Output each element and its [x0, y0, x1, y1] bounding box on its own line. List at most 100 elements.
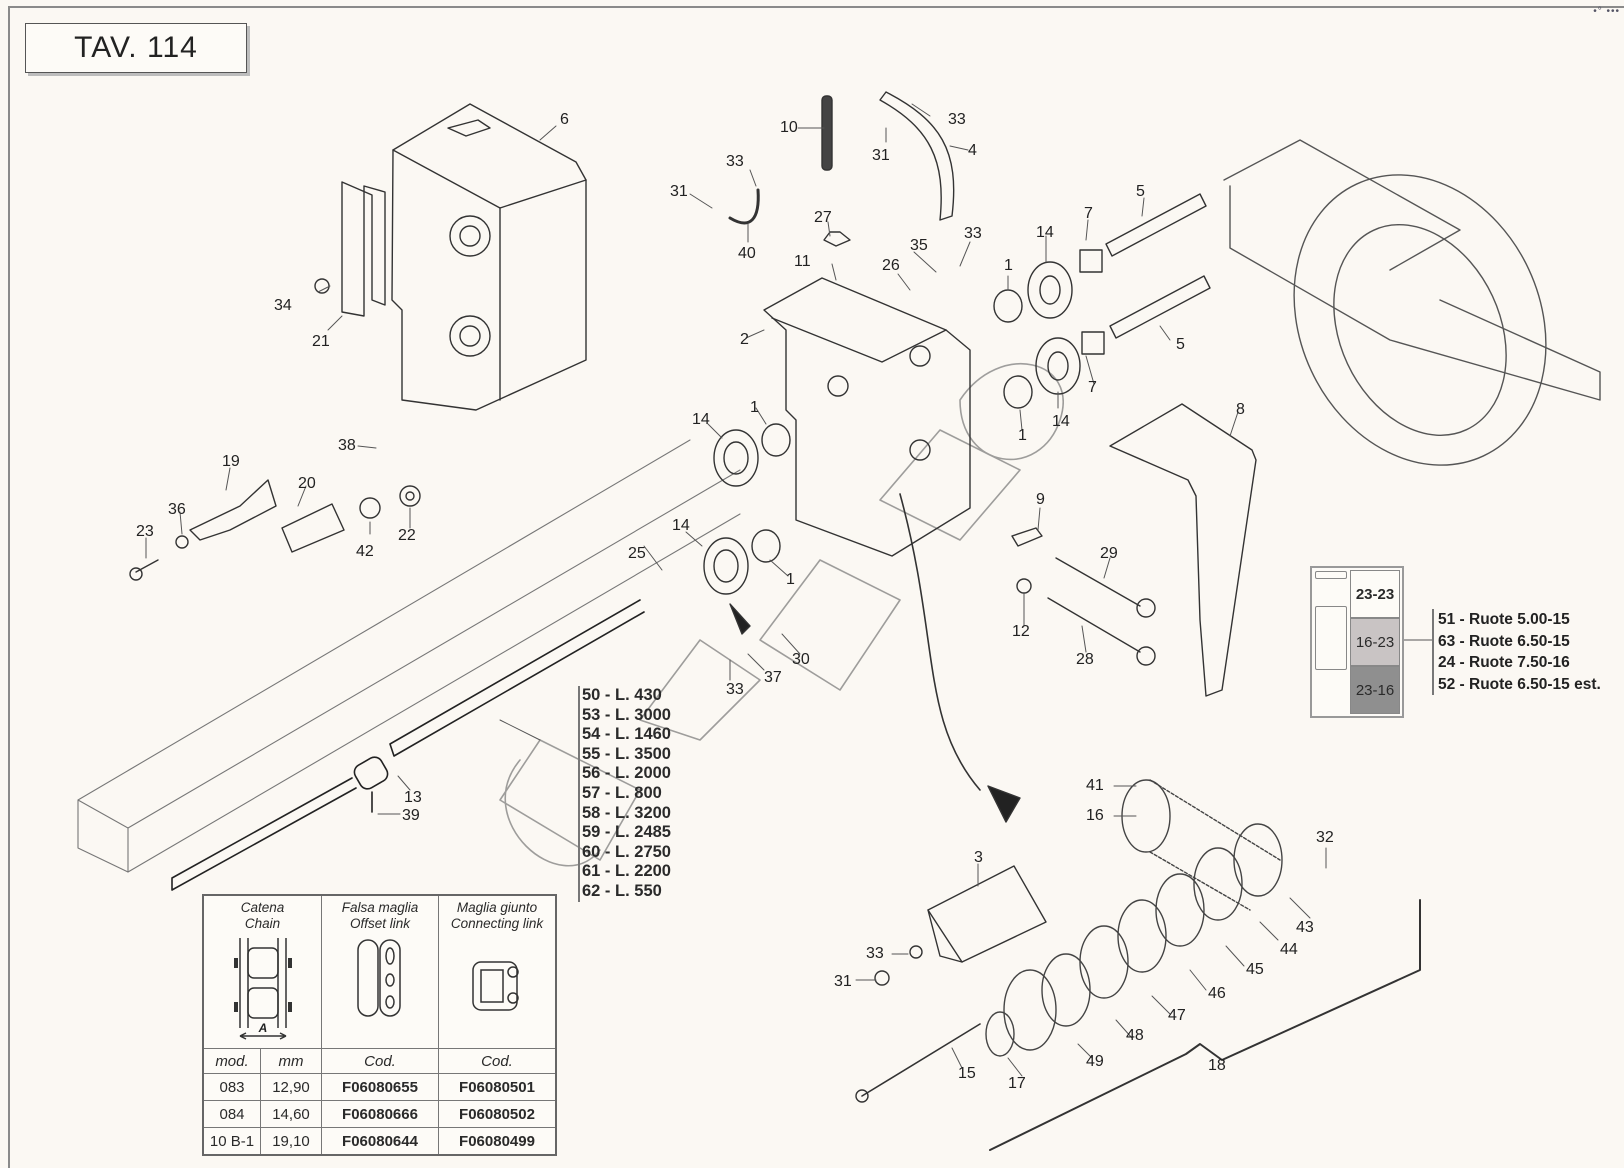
- square-shaft: [171, 599, 645, 891]
- part-label-25: 25: [628, 545, 646, 562]
- shaft-length-item: 58 - L. 3200: [582, 803, 671, 822]
- cell-mm: 14,60: [260, 1100, 322, 1128]
- part-label-31: 31: [872, 147, 890, 164]
- cell-mm: 12,90: [260, 1073, 322, 1101]
- gear-ratio-cell: 23-16: [1350, 666, 1400, 714]
- part-label-35: 35: [910, 237, 928, 254]
- part-label-18: 18: [1208, 1057, 1226, 1074]
- part-label-8: 8: [1236, 401, 1245, 418]
- part-label-14: 14: [1052, 413, 1070, 430]
- gearbox-part-6: [391, 103, 587, 411]
- part-label-11: 11: [794, 253, 811, 270]
- col-header-code: Cod.: [438, 1048, 557, 1074]
- header-line: Falsa maglia: [341, 900, 419, 915]
- plate-title: TAV. 114: [25, 23, 247, 73]
- arrow-icon: [729, 603, 751, 635]
- shaft-length-item: 57 - L. 800: [582, 783, 662, 802]
- part-label-23: 23: [136, 523, 154, 540]
- part-label-43: 43: [1296, 919, 1314, 936]
- part-label-13: 13: [404, 789, 422, 806]
- part-label-28: 28: [1076, 651, 1094, 668]
- cell-offset-code: F06080655: [321, 1073, 439, 1101]
- cell-offset-code: F06080666: [321, 1100, 439, 1128]
- drive-cable: [899, 493, 981, 791]
- part-label-17: 17: [1008, 1075, 1026, 1092]
- part-label-37: 37: [764, 669, 782, 686]
- connecting-link-icon: [472, 961, 519, 1011]
- wheel-assembly: [1223, 139, 1601, 466]
- header-line: Maglia giunto: [456, 900, 538, 915]
- gear-ratio-cell: 16-23: [1350, 618, 1400, 666]
- sprocket-stack: [985, 779, 1283, 1057]
- arrow-icon: [987, 785, 1021, 823]
- cell-mod: 084: [202, 1100, 261, 1128]
- chain-part-40: [728, 188, 760, 225]
- housing-part-2: [763, 277, 971, 557]
- beam: [77, 439, 741, 873]
- cell-connecting-code: F06080502: [438, 1100, 557, 1128]
- spring-part-10: [821, 95, 833, 171]
- ratio-box-slot: [1315, 571, 1347, 579]
- arm-part-4: [879, 91, 955, 221]
- part-label-6: 6: [560, 111, 569, 128]
- chain-link-icon: A: [233, 938, 292, 1040]
- part-label-45: 45: [1246, 961, 1264, 978]
- part-label-1: 1: [750, 399, 759, 416]
- table-row: 084 14,60 F06080666 F06080502: [202, 1100, 557, 1128]
- part-label-22: 22: [398, 527, 416, 544]
- shaft-length-item: 54 - L. 1460: [582, 725, 671, 744]
- part-label-7: 7: [1088, 379, 1097, 396]
- shaft-length-item: 59 - L. 2485: [582, 823, 671, 842]
- shaft-length-item: 56 - L. 2000: [582, 764, 671, 783]
- part-label-32: 32: [1316, 829, 1334, 846]
- part-label-12: 12: [1012, 623, 1030, 640]
- gear-ratio-cell: 23-23: [1350, 570, 1400, 618]
- part-label-33: 33: [948, 111, 966, 128]
- cover-part-8: [1109, 403, 1257, 697]
- part-label-1: 1: [1004, 257, 1013, 274]
- part-label-40: 40: [738, 245, 756, 262]
- wheel-size-item: 24 - Ruote 7.50-16: [1438, 654, 1570, 671]
- shaft-length-item: 61 - L. 2200: [582, 862, 671, 881]
- wheel-size-list: 51 - Ruote 5.00-15 63 - Ruote 6.50-15 24…: [1432, 609, 1601, 695]
- part-label-7: 7: [1084, 205, 1093, 222]
- knob-part-27: [823, 231, 851, 247]
- header-line: Connecting link: [450, 916, 544, 931]
- col-header-mod: mod.: [202, 1048, 261, 1074]
- shaft-length-list: 50 - L. 430 53 - L. 3000 54 - L. 1460 55…: [578, 686, 671, 902]
- dimension-label: A: [257, 1021, 267, 1035]
- corner-mark: •° •••: [1593, 6, 1620, 17]
- wheel-size-item: 51 - Ruote 5.00-15: [1438, 611, 1570, 628]
- part-label-29: 29: [1100, 545, 1118, 562]
- part-label-10: 10: [780, 119, 798, 136]
- wheel-size-item: 52 - Ruote 6.50-15 est.: [1438, 675, 1601, 693]
- part-label-16: 16: [1086, 807, 1104, 824]
- part-label-49: 49: [1086, 1053, 1104, 1070]
- shaft-length-item: 53 - L. 3000: [582, 705, 671, 724]
- part-label-14: 14: [692, 411, 710, 428]
- cell-mm: 19,10: [260, 1127, 322, 1156]
- part-label-33: 33: [866, 945, 884, 962]
- nut-part-34: [314, 278, 330, 294]
- part-label-21: 21: [312, 333, 330, 350]
- cell-offset-code: F06080644: [321, 1127, 439, 1156]
- cell-connecting-code: F06080501: [438, 1073, 557, 1101]
- header-line: Offset link: [349, 916, 411, 931]
- part-label-33: 33: [964, 225, 982, 242]
- part-label-1: 1: [786, 571, 795, 588]
- ratio-box-slot: [1315, 606, 1347, 670]
- bracket-part-18: [989, 899, 1421, 1151]
- part-label-3: 3: [974, 849, 983, 866]
- part-label-14: 14: [1036, 224, 1054, 241]
- part-label-46: 46: [1208, 985, 1226, 1002]
- rod-part-15: [861, 1023, 981, 1097]
- part-label-9: 9: [1036, 491, 1045, 508]
- header-line: Catena: [240, 900, 285, 915]
- shaft-length-item: 62 - L. 550: [582, 881, 662, 900]
- part-label-30: 30: [792, 651, 810, 668]
- leader-lines: [145, 103, 1433, 1077]
- part-label-4: 4: [968, 142, 977, 159]
- table-row: 083 12,90 F06080655 F06080501: [202, 1073, 557, 1101]
- cell-mod: 10 B-1: [202, 1127, 261, 1156]
- part-label-36: 36: [168, 501, 186, 518]
